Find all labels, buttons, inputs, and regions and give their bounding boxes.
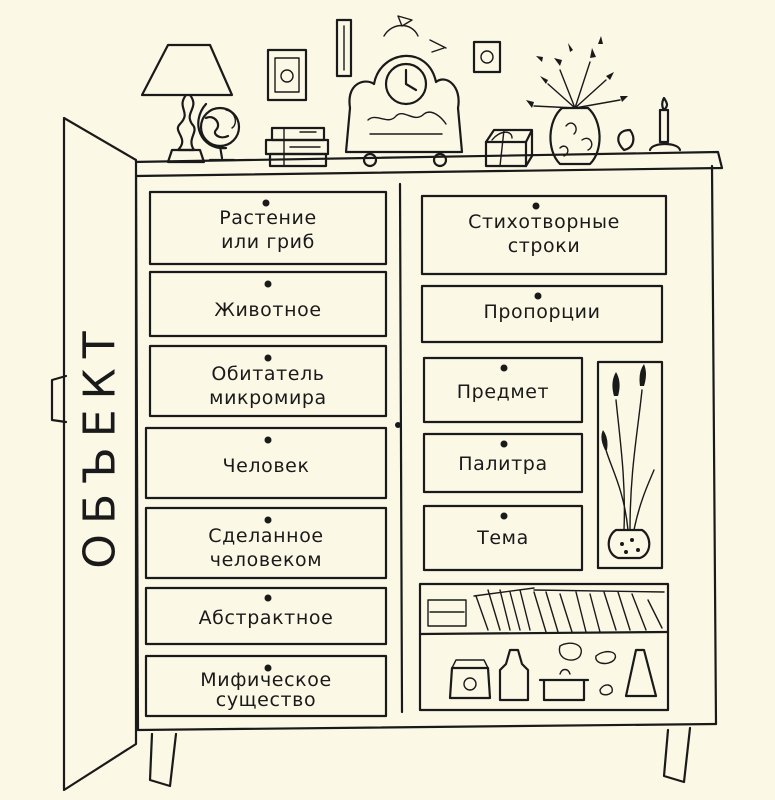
drawer-label-line1: Человек [222, 455, 310, 477]
drawer-proportions: Пропорции [422, 300, 662, 324]
drawer-label-line2: строки [507, 235, 581, 257]
drawer-label-line1: Мифическое [200, 669, 332, 691]
drawer-theme: Тема [424, 526, 582, 550]
drawer-label-line1: Растение [219, 207, 317, 229]
flower-vase-icon [526, 36, 628, 166]
drawer-label-line1: Обитатель [211, 363, 325, 385]
drawer-verse: Стихотворные строки [422, 210, 666, 258]
drawer-label-line1: Палитра [458, 453, 548, 475]
drawer-label-line2: микромира [209, 387, 327, 409]
drawer-label-line2: существо [215, 689, 317, 711]
drawer-plant: Растение или гриб [150, 206, 386, 254]
drawer-label-line1: Животное [214, 299, 322, 321]
drawer-label-line2: человеком [209, 549, 323, 571]
cattail-vase-icon [596, 360, 664, 570]
open-door [50, 116, 138, 792]
table-lamp-icon [140, 43, 234, 164]
drawer-human: Человек [146, 454, 386, 478]
bookshelf-icon [418, 582, 670, 712]
drawer-label-line1: Сделанное [208, 525, 324, 547]
left-drawer-frames [144, 190, 388, 718]
drawer-abstract: Абстрактное [146, 606, 386, 630]
mantel-clock-icon [344, 15, 464, 168]
kitchen-jars-icon [448, 642, 658, 702]
drawer-palette: Палитра [424, 452, 582, 476]
candle-icon [617, 96, 682, 152]
picture-frame-icon [266, 18, 502, 102]
drawer-manmade: Сделанное человеком [146, 524, 386, 572]
drawer-label-line1: Стихотворные [468, 211, 620, 233]
drawer-label-line1: Абстрактное [198, 607, 334, 629]
drawer-item: Предмет [424, 380, 582, 404]
door-label: ОБЪЕКТ [74, 321, 126, 569]
drawer-label-line2: или гриб [221, 231, 315, 253]
drawer-label-line1: Пропорции [483, 301, 601, 323]
drawer-label-line1: Тема [477, 527, 529, 549]
drawer-label-line1: Предмет [456, 381, 550, 403]
drawer-microworld: Обитатель микромира [150, 362, 386, 410]
gift-box-icon [484, 128, 534, 168]
globe-icon [197, 102, 241, 162]
drawer-animal: Животное [150, 298, 386, 322]
right-drawer-frames [420, 194, 668, 572]
drawer-mythical: Мифическое существо [146, 670, 386, 710]
